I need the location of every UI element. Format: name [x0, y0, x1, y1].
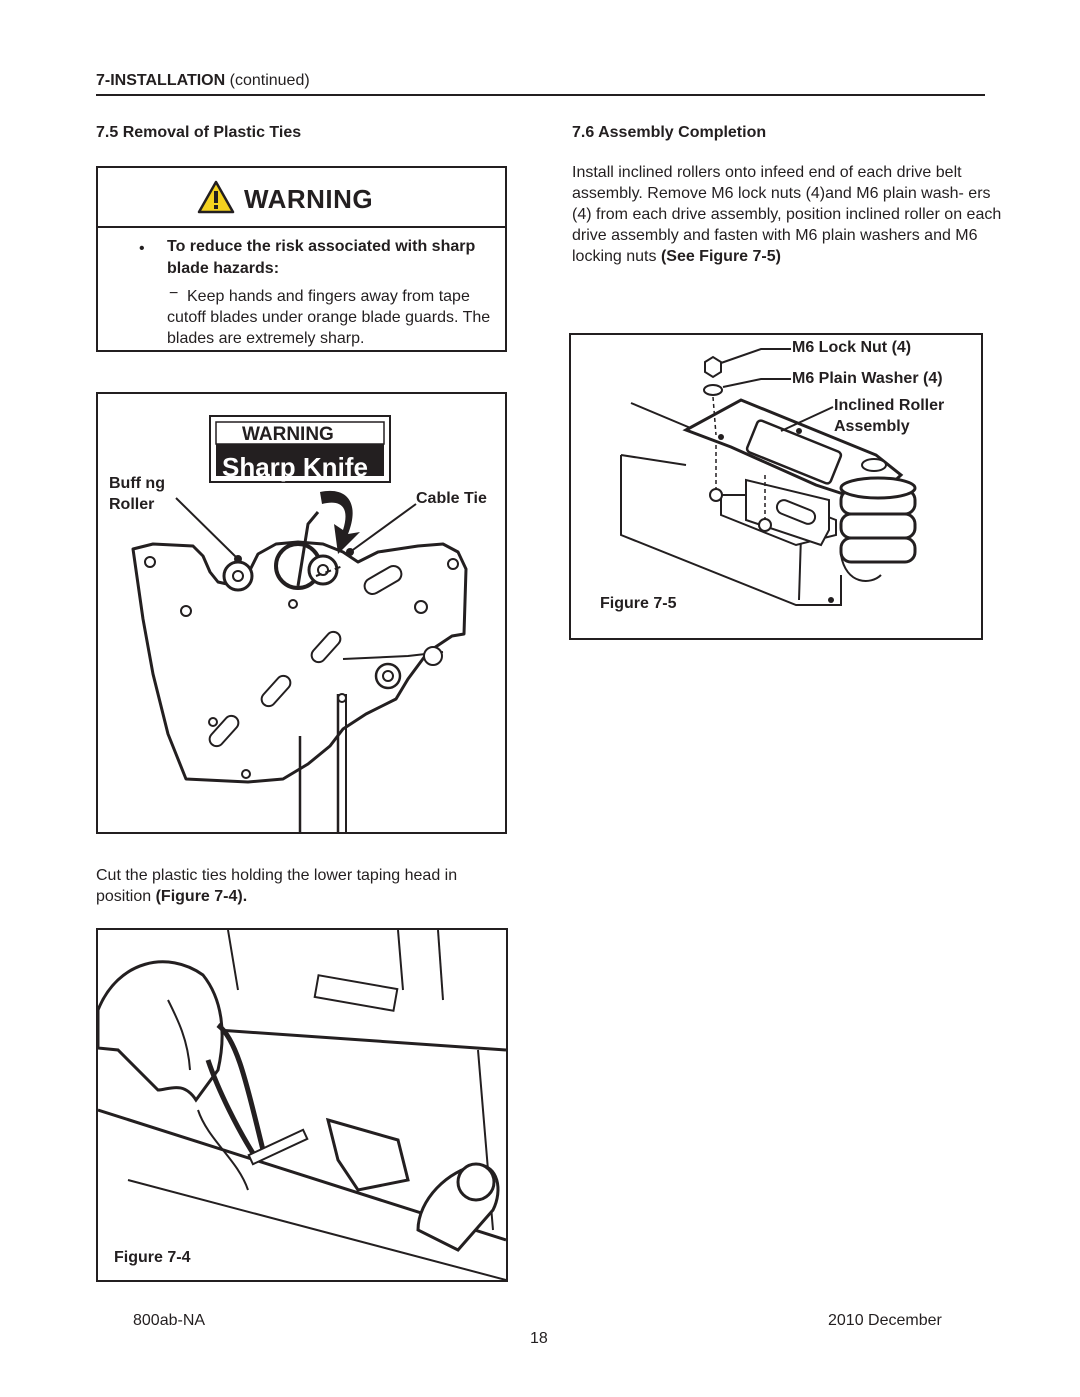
section-heading-7-5: 7.5 Removal of Plastic Ties	[96, 124, 302, 141]
inclined-roller-drawing	[620, 348, 917, 606]
section-title: 7-INSTALLATION	[96, 72, 226, 89]
removal-text: Cut the plastic ties holding the lower t…	[96, 867, 458, 905]
figure-7-5-ref: (See Figure 7-5)	[660, 248, 781, 265]
continued-label: (continued)	[229, 72, 310, 89]
section-heading-7-6: 7.6 Assembly Completion	[572, 124, 767, 141]
cable-tie-figure: WARNING Sharp Knife Buff ng Roller Cable…	[96, 392, 507, 834]
running-header: 7-INSTALLATION (continued)	[96, 72, 310, 90]
cutting-ties-drawing	[98, 930, 506, 1280]
figure-7-4-caption: Figure 7-4	[114, 1249, 191, 1266]
warning-box: WARNING • To reduce the risk associated …	[96, 166, 507, 352]
warning-bullet: To reduce the risk associated with sharp…	[167, 238, 476, 277]
header-rule	[96, 94, 985, 96]
warning-detail: Keep hands and fingers away from tape cu…	[167, 288, 491, 347]
assembly-paragraph: Install inclined rollers onto infeed end…	[572, 162, 1012, 267]
figure-7-5-caption: Figure 7-5	[600, 595, 677, 612]
warning-header: WARNING	[98, 168, 505, 228]
page-number: 18	[530, 1330, 548, 1347]
footer-doc-id: 800ab-NA	[133, 1312, 206, 1329]
label-m6-lock-nut: M6 Lock Nut (4)	[792, 339, 912, 356]
removal-paragraph: Cut the plastic ties holding the lower t…	[96, 865, 506, 907]
figure-7-4-ref: (Figure 7-4).	[155, 888, 248, 905]
label-roller: Roller	[109, 496, 155, 513]
footer-date: 2010 December	[828, 1312, 942, 1329]
bullet-icon: •	[139, 240, 145, 257]
label-assembly: Assembly	[834, 418, 910, 435]
dash-mark: −	[169, 285, 179, 302]
warning-title: WARNING	[244, 184, 374, 214]
sign-sharp-knife-text: Sharp Knife	[222, 452, 368, 482]
taping-head-drawing	[131, 415, 468, 832]
warning-triangle-icon	[197, 180, 235, 214]
figure-7-4: Figure 7-4	[96, 928, 508, 1282]
label-cable-tie: Cable Tie	[416, 490, 487, 507]
assembly-text: Install inclined rollers onto infeed end…	[572, 164, 1002, 265]
label-m6-plain-washer: M6 Plain Washer (4)	[792, 370, 943, 387]
label-buffing: Buff ng	[109, 475, 165, 492]
sign-warning-text: WARNING	[242, 424, 334, 445]
figure-7-5: M6 Lock Nut (4) M6 Plain Washer (4) Incl…	[569, 333, 983, 640]
label-inclined-roller: Inclined Roller	[834, 397, 945, 414]
